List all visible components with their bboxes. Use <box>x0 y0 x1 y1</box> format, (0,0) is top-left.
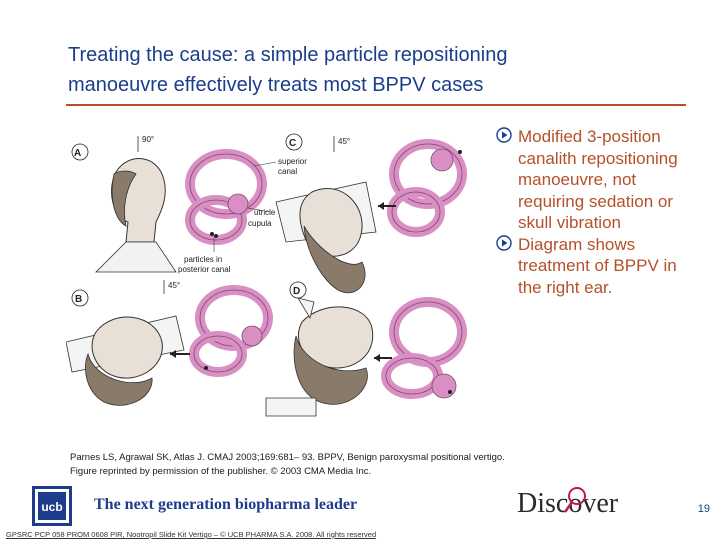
bullet-item: Diagram shows treatment of BPPV in the r… <box>494 234 690 299</box>
company-tagline: The next generation biopharma leader <box>94 496 357 514</box>
canalith-repositioning-figure: A 90° superior canal utricle cupula part… <box>66 122 486 448</box>
title-divider <box>66 104 686 106</box>
ucb-logo: ucb <box>32 486 72 526</box>
play-circle-icon <box>496 127 512 143</box>
bullet-text: Modified 3-position canalith repositioni… <box>518 127 678 232</box>
panel-c-angle: 45° <box>338 137 350 146</box>
panel-a: A 90° superior canal utricle cupula part… <box>71 135 307 274</box>
discover-logo: Discover <box>517 487 619 519</box>
slide-title-line-1: Treating the cause: a simple particle re… <box>68 44 508 66</box>
page-number: 19 <box>697 503 710 515</box>
panel-b-letter: B <box>75 294 82 305</box>
label-cupula: cupula <box>248 219 272 228</box>
label-utricle: utricle <box>254 208 276 217</box>
panel-d-letter: D <box>293 286 300 297</box>
play-circle-icon <box>496 234 512 251</box>
label-particles-1: particles in <box>184 255 222 264</box>
slide-title-line-2: manoeuvre effectively treats most BPPV c… <box>68 74 484 96</box>
citation-line-2: Figure reprinted by permission of the pu… <box>70 466 372 477</box>
slide-title: Treating the cause: a simple particle re… <box>68 40 688 100</box>
bullet-text: Diagram shows treatment of BPPV in the r… <box>518 234 677 297</box>
ucb-logo-text: ucb <box>41 500 62 514</box>
figure-citation: Parnes LS, Agrawal SK, Atlas J. CMAJ 200… <box>70 451 590 479</box>
panel-a-angle: 90° <box>142 135 154 144</box>
panel-b: B 45° <box>66 280 273 406</box>
panel-b-angle: 45° <box>168 281 180 290</box>
panel-c: C 45° <box>275 133 467 294</box>
discover-logo-text: Discover <box>517 488 619 519</box>
bullet-list: Modified 3-position canalith repositioni… <box>494 126 690 298</box>
label-superior: superior <box>278 157 307 166</box>
panel-c-letter: C <box>289 138 296 149</box>
legal-footer: GPSRC PCP 058 PROM 0608 PIR, Nootropil S… <box>6 530 377 539</box>
label-particles-2: posterior canal <box>178 265 231 274</box>
panel-a-letter: A <box>74 148 81 159</box>
footer-band <box>0 478 728 530</box>
label-canal: canal <box>278 167 297 176</box>
panel-d: D <box>265 281 467 417</box>
bullet-item: Modified 3-position canalith repositioni… <box>494 126 690 234</box>
tagline-lead: The next generation <box>94 496 231 513</box>
tagline-rest: biopharma leader <box>230 496 358 513</box>
citation-line-1: Parnes LS, Agrawal SK, Atlas J. CMAJ 200… <box>70 452 505 463</box>
